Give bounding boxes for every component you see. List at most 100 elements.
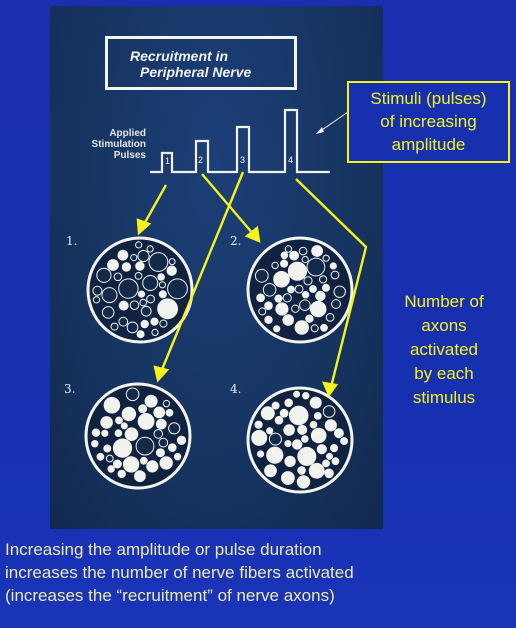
axon xyxy=(137,249,150,263)
axon xyxy=(322,283,330,292)
arrow-head-2 xyxy=(244,225,261,243)
arrow-pulse4-to-nerve4 xyxy=(295,178,368,388)
axon xyxy=(271,401,280,410)
axon xyxy=(260,406,275,421)
axon xyxy=(165,408,174,417)
axon xyxy=(168,422,181,435)
axon xyxy=(266,427,274,435)
axon xyxy=(134,272,143,280)
axon xyxy=(167,278,188,300)
axon xyxy=(330,444,339,453)
axon xyxy=(322,254,330,262)
pulse-number-1: 1 xyxy=(165,156,170,166)
axon xyxy=(176,435,187,445)
axon xyxy=(157,298,179,320)
pulse-number-4: 4 xyxy=(288,155,293,165)
axon xyxy=(162,399,171,408)
axon xyxy=(107,259,119,271)
axon xyxy=(158,437,169,448)
pulses-label-line-1: Applied xyxy=(109,128,146,139)
nerve-cross-section-3 xyxy=(84,382,192,490)
axon xyxy=(142,275,159,291)
nerve-cross-section-2 xyxy=(246,236,354,344)
axon xyxy=(320,323,328,332)
axon xyxy=(310,324,319,333)
axon xyxy=(297,466,306,475)
axon xyxy=(333,285,346,298)
axon xyxy=(92,285,103,296)
axon xyxy=(301,435,309,443)
arrow-pulse2-to-nerve2 xyxy=(201,173,255,236)
axon xyxy=(121,406,137,422)
axon xyxy=(100,416,113,429)
axon xyxy=(287,285,295,294)
axon xyxy=(124,427,139,442)
axon xyxy=(135,261,145,271)
axon xyxy=(294,320,309,335)
axon xyxy=(166,265,177,276)
caption-line-1: Increasing the amplitude or pulse durati… xyxy=(5,540,322,559)
axon xyxy=(168,443,177,452)
axon xyxy=(117,469,126,479)
pulse-train xyxy=(150,108,330,174)
axon xyxy=(305,314,314,323)
callout-line-3: amplitude xyxy=(391,135,466,154)
axon xyxy=(266,446,284,464)
axon xyxy=(264,464,277,478)
axon xyxy=(140,305,152,317)
axon xyxy=(329,262,337,270)
nerve-label-2: 2. xyxy=(230,234,242,248)
axon xyxy=(333,428,344,439)
axon xyxy=(284,245,293,253)
axons-activated-text: Number of axons activated by each stimul… xyxy=(385,290,503,410)
axon xyxy=(309,420,318,429)
axon xyxy=(146,460,159,473)
diagram-title-line-2: Peripheral Nerve xyxy=(140,64,252,80)
axon xyxy=(159,319,168,328)
pulses-label-line-2: Stimulation xyxy=(91,139,146,150)
axon xyxy=(298,246,308,256)
axon xyxy=(117,249,129,261)
axon xyxy=(139,298,147,307)
axon xyxy=(310,427,327,444)
axon xyxy=(296,475,311,489)
axon xyxy=(313,412,322,420)
axon xyxy=(135,241,143,249)
axon xyxy=(251,429,268,446)
axon xyxy=(297,424,308,435)
axon xyxy=(262,283,277,297)
axon xyxy=(264,301,273,311)
axon xyxy=(284,398,294,408)
diagram-title-box: Recruitment in Peripheral Nerve xyxy=(105,36,297,90)
axon xyxy=(256,293,266,303)
axon xyxy=(138,404,148,414)
axon xyxy=(291,304,300,313)
axon xyxy=(118,278,139,299)
pulses-label: Applied Stimulation Pulses xyxy=(76,128,146,161)
axon xyxy=(257,450,265,458)
axon xyxy=(101,287,118,304)
axon xyxy=(105,454,114,463)
caption-line-2: increases the number of nerve fibers act… xyxy=(5,563,354,582)
axon xyxy=(281,471,295,485)
axon xyxy=(159,456,173,470)
axon xyxy=(113,272,123,282)
axon xyxy=(284,440,292,448)
axon xyxy=(293,390,301,398)
side-text-line-4: by each xyxy=(414,364,474,383)
axon xyxy=(274,415,284,425)
axon xyxy=(168,258,176,266)
axon xyxy=(155,448,165,458)
axon xyxy=(136,330,145,339)
side-text-line-5: stimulus xyxy=(412,388,476,407)
axon xyxy=(322,405,336,418)
axon xyxy=(273,271,290,288)
axon xyxy=(282,293,292,303)
axon xyxy=(91,440,99,448)
axon xyxy=(101,306,115,319)
axon xyxy=(157,273,165,281)
diagram-title-line-1: Recruitment in xyxy=(130,48,229,64)
axon xyxy=(173,453,182,461)
axon xyxy=(271,261,279,270)
